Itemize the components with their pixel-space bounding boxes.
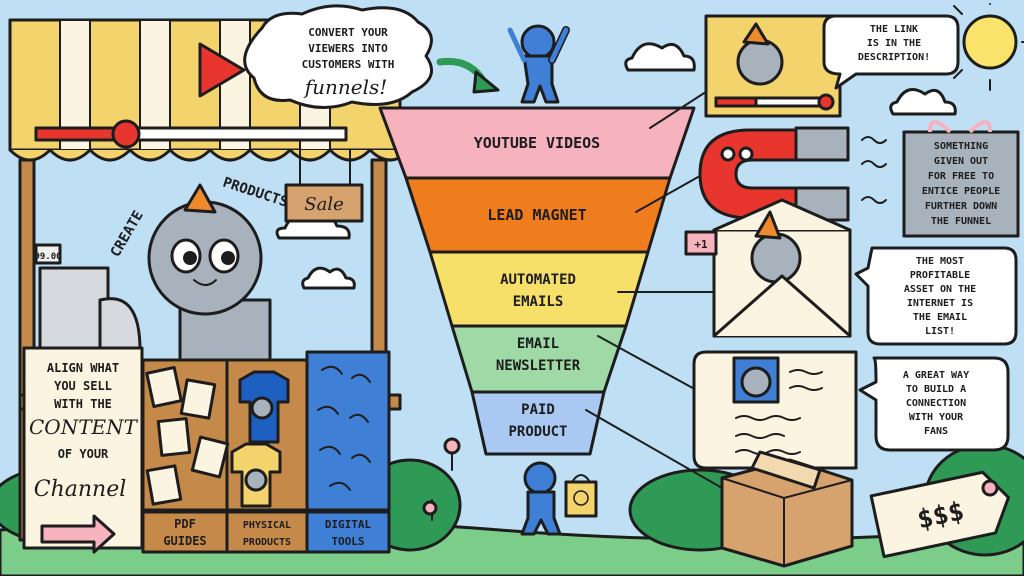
product-bins: PDF GUIDES PHYSICAL PRODUCTS DIGITAL TOO…: [141, 350, 391, 554]
svg-text:FANS: FANS: [924, 426, 948, 437]
svg-text:A GREAT WAY: A GREAT WAY: [903, 370, 969, 381]
svg-text:PRODUCT: PRODUCT: [508, 424, 567, 440]
svg-text:GIVEN OUT: GIVEN OUT: [934, 156, 988, 167]
svg-text:YOU SELL: YOU SELL: [54, 379, 112, 393]
svg-text:ENTICE PEOPLE: ENTICE PEOPLE: [922, 186, 1000, 197]
svg-text:THE LINK: THE LINK: [870, 24, 918, 35]
svg-text:Sale: Sale: [304, 194, 343, 215]
svg-text:THE MOST: THE MOST: [916, 256, 964, 267]
svg-text:THE EMAIL: THE EMAIL: [913, 312, 967, 323]
svg-text:DESCRIPTION!: DESCRIPTION!: [858, 52, 930, 63]
svg-text:funnels!: funnels!: [303, 75, 388, 99]
funnel-stage-label: PAID: [521, 402, 555, 418]
svg-text:THE FUNNEL: THE FUNNEL: [931, 216, 991, 227]
svg-text:FOR FREE TO: FOR FREE TO: [928, 171, 994, 182]
flowers: [422, 437, 999, 521]
svg-text:IS IN THE: IS IN THE: [867, 38, 921, 49]
shop-mascot: [147, 183, 272, 372]
svg-text:ALIGN WHAT: ALIGN WHAT: [47, 361, 119, 375]
svg-text:PRODUCTS: PRODUCTS: [243, 537, 291, 548]
register-display: 99.00: [34, 252, 61, 262]
svg-text:EMAILS: EMAILS: [513, 294, 564, 310]
video-card: [704, 14, 842, 118]
funnel-stage-label: EMAIL: [517, 336, 559, 352]
top-person: [507, 24, 570, 104]
newsletter-bubble: A GREAT WAY TO BUILD A CONNECTION WITH Y…: [858, 356, 1010, 452]
cash-register: 99.00: [34, 243, 142, 352]
svg-text:NEWSLETTER: NEWSLETTER: [496, 358, 581, 374]
svg-text:CONNECTION: CONNECTION: [906, 398, 966, 409]
svg-text:ASSET ON THE: ASSET ON THE: [904, 284, 976, 295]
plus-one-badge: +1: [694, 238, 708, 251]
svg-text:PROFITABLE: PROFITABLE: [910, 270, 970, 281]
bottom-person: [520, 461, 598, 536]
price-tag: $$$: [869, 470, 1010, 559]
magnet: [698, 126, 887, 222]
svg-text:LIST!: LIST!: [925, 326, 955, 337]
svg-text:WITH THE: WITH THE: [54, 397, 112, 411]
svg-text:CUSTOMERS WITH: CUSTOMERS WITH: [302, 58, 395, 71]
funnel-stage-label: AUTOMATED: [500, 272, 576, 288]
svg-text:WITH YOUR: WITH YOUR: [909, 412, 964, 423]
envelope: +1: [684, 198, 852, 338]
svg-text:TOOLS: TOOLS: [331, 535, 364, 548]
link-bubble: THE LINK IS IN THE DESCRIPTION!: [822, 14, 960, 90]
svg-text:Channel: Channel: [34, 477, 127, 502]
funnel-stage: [470, 390, 606, 456]
svg-text:VIEWERS INTO: VIEWERS INTO: [308, 42, 388, 55]
funnel: YOUTUBE VIDEOS LEAD MAGNET AUTOMATED EMA…: [378, 106, 696, 456]
funnel-stage: [428, 250, 650, 328]
svg-text:DIGITAL: DIGITAL: [325, 518, 372, 531]
svg-text:CONVERT YOUR: CONVERT YOUR: [308, 26, 388, 39]
sale-sign: Sale: [284, 149, 364, 223]
svg-text:PHYSICAL: PHYSICAL: [243, 520, 291, 531]
svg-text:SOMETHING: SOMETHING: [934, 141, 988, 152]
create-label: CREATE: [108, 208, 147, 260]
align-content-sign: ALIGN WHAT YOU SELL WITH THE CONTENT OF …: [22, 346, 144, 554]
email-list-bubble: THE MOST PROFITABLE ASSET ON THE INTERNE…: [854, 246, 1018, 346]
sun: [947, 3, 1024, 91]
newsletter: [692, 350, 858, 470]
funnel-stage-label: YOUTUBE VIDEOS: [474, 134, 600, 152]
funnel-stage-label: LEAD MAGNET: [487, 206, 586, 224]
svg-text:FURTHER DOWN: FURTHER DOWN: [925, 201, 997, 212]
svg-text:INTERNET IS: INTERNET IS: [907, 298, 973, 309]
shipping-box: [720, 450, 854, 568]
svg-text:TO BUILD A: TO BUILD A: [906, 384, 966, 395]
svg-text:GUIDES: GUIDES: [163, 534, 206, 548]
products-label: PRODUCTS: [221, 175, 290, 211]
svg-text:OF YOUR: OF YOUR: [58, 447, 109, 461]
svg-text:CONTENT: CONTENT: [29, 415, 139, 439]
play-icon: [198, 42, 246, 98]
headline-bubble: CONVERT YOUR VIEWERS INTO CUSTOMERS WITH…: [243, 4, 500, 110]
bin-label: PDF: [174, 517, 196, 531]
connector-lines: [585, 87, 737, 497]
lead-magnet-note: SOMETHING GIVEN OUT FOR FREE TO ENTICE P…: [902, 120, 1020, 238]
